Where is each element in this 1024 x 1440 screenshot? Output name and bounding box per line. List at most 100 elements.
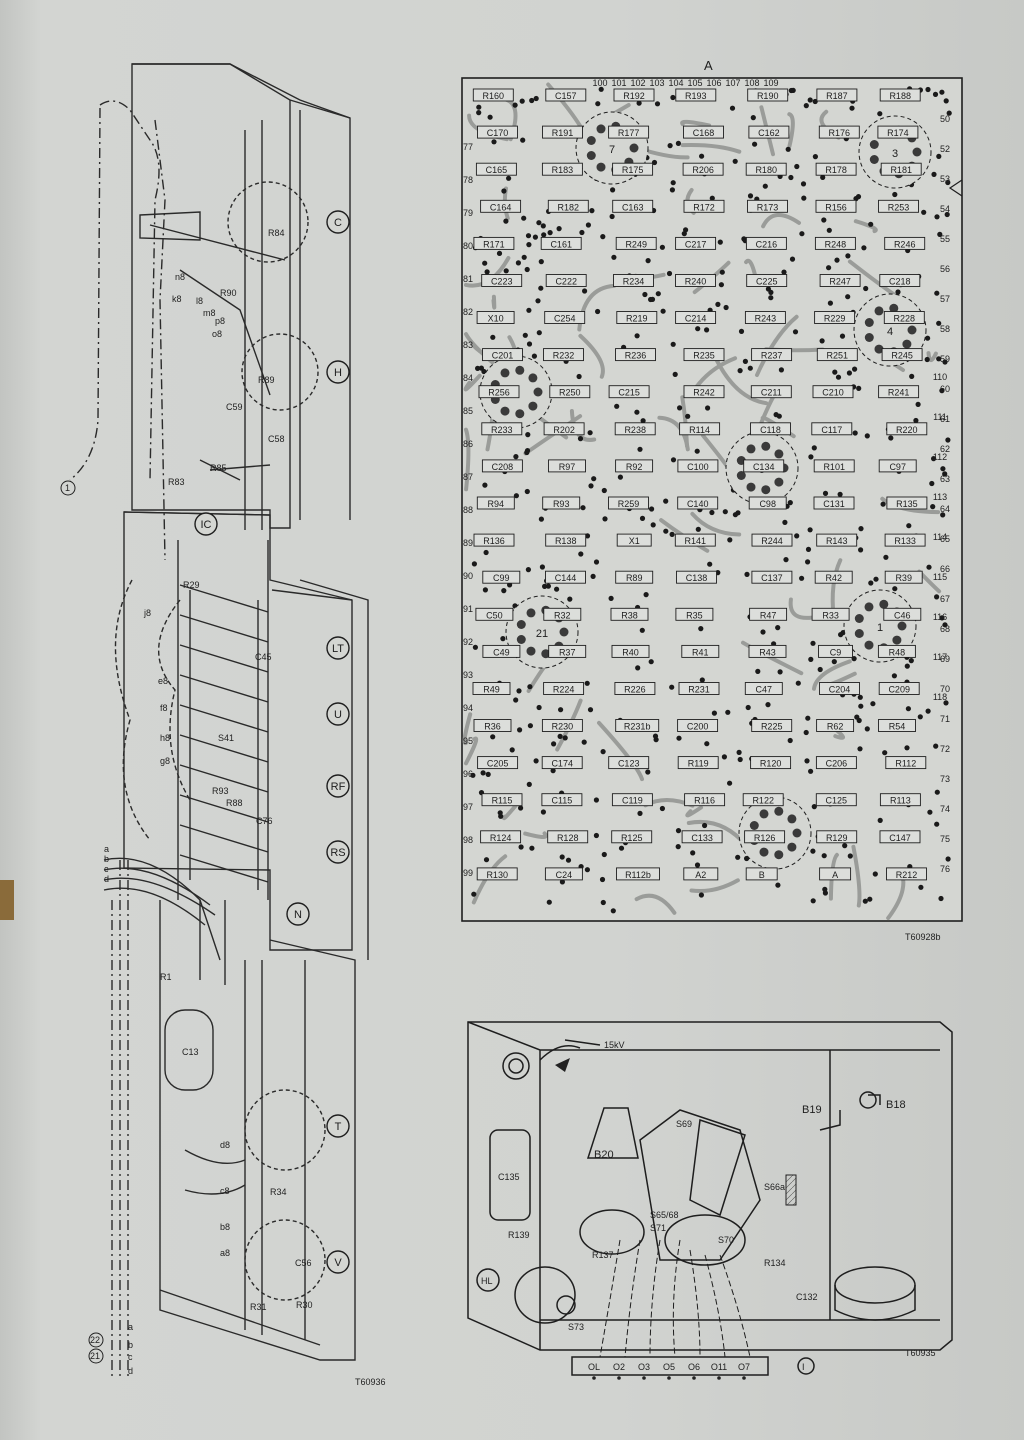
pcb-edge-number: 92 [463, 637, 473, 647]
tube-pin [897, 621, 907, 631]
pcb-pad [925, 708, 931, 714]
pcb-pad [669, 684, 675, 690]
pcb-pad [867, 896, 873, 902]
pcb-pad [744, 571, 750, 578]
pcb-component-body [547, 199, 589, 213]
pcb-component-label: C214 [685, 314, 707, 324]
pcb-trace [463, 373, 482, 392]
pcb-pad [930, 504, 936, 510]
pcb-pad [904, 663, 910, 669]
pcb-component-label: R174 [887, 128, 909, 138]
pcb-component-label: R206 [692, 165, 714, 175]
pcb-component-body [476, 311, 515, 324]
pcb-component-body [545, 88, 587, 102]
pcb-component-label: R156 [825, 202, 847, 212]
tube-pin [586, 151, 596, 160]
pcb-pad [906, 523, 912, 529]
left-exploded-diagram [69, 63, 369, 1380]
pcb-pad [496, 250, 503, 256]
pcb-pad [725, 709, 731, 715]
pcb-component-body [819, 682, 860, 695]
pcb-pad [846, 370, 853, 376]
pcb-component-body [675, 236, 717, 250]
comp-r134: R134 [764, 1258, 786, 1268]
pcb-edge-number: 106 [706, 78, 721, 88]
wire-n8: n8 [175, 272, 185, 282]
pcb-component-label: R122 [752, 796, 774, 806]
pcb-edge-number: 50 [940, 114, 950, 124]
pcb-component-body [613, 88, 655, 102]
tube-pin [892, 635, 902, 645]
pcb-component-label: C131 [823, 499, 845, 509]
pcb-pad [737, 368, 743, 374]
panel-label-circle [326, 1114, 350, 1138]
panel-label: C [334, 217, 342, 229]
pcb-component-body [877, 644, 916, 658]
tube-pin [854, 629, 864, 638]
pcb-component-label: R234 [623, 277, 645, 287]
pcb-pad [913, 417, 919, 424]
connector-pin-label: O3 [638, 1362, 650, 1372]
pcb-pad [694, 862, 701, 868]
pcb-pad [822, 886, 828, 893]
pcb-component-body [884, 570, 923, 584]
pcb-edge-number: 73 [940, 774, 950, 784]
pcb-component-body [675, 88, 717, 102]
pcb-component-body [814, 311, 856, 324]
pcb-pad [476, 104, 482, 110]
pcb-pad [937, 231, 943, 237]
pcb-component-label: R126 [754, 833, 776, 843]
pcb-pad [861, 245, 867, 251]
pcb-pad [669, 531, 675, 538]
pcb-component-body [750, 385, 792, 399]
pcb-pad [483, 857, 490, 863]
pcb-component-label: R225 [761, 722, 783, 732]
pcb-component-body [677, 459, 719, 473]
pcb-pad [480, 770, 486, 776]
pcb-trace [634, 893, 677, 915]
pcb-component-body [481, 459, 523, 473]
pcb-component-body [814, 236, 856, 250]
pcb-pad [933, 743, 939, 749]
pcb-component-body [612, 199, 654, 213]
pcb-pad [519, 98, 525, 104]
pcb-pad [482, 482, 488, 488]
pcb-pad [719, 269, 725, 275]
pcb-pad [591, 476, 597, 482]
wire-p8: p8 [215, 316, 225, 326]
pcb-component-label: C24 [556, 870, 573, 880]
voltage-label: 15kV [604, 1040, 625, 1050]
pcb-pad [482, 260, 488, 266]
tube-pin [746, 482, 756, 492]
panel-label: N [294, 909, 302, 921]
pcb-pad [513, 697, 519, 703]
pcb-component-label: R112 [895, 759, 916, 769]
pcb-edge-number: 71 [940, 714, 950, 724]
pcb-component-body [815, 162, 857, 176]
pcb-component-body [675, 274, 716, 287]
pcb-component-body [879, 274, 921, 287]
pcb-component-body [816, 348, 858, 362]
tube-pin [792, 828, 802, 838]
pcb-pad [526, 242, 532, 248]
pcb-pad [476, 110, 482, 116]
pcb-pad [659, 805, 666, 812]
pcb-component-label: C140 [687, 499, 709, 509]
pcb-component-label: R253 [888, 202, 910, 212]
pcb-component-body [744, 311, 786, 324]
pcb-pad [811, 804, 817, 810]
pcb-pad [782, 519, 788, 526]
pcb-component-label: R112b [625, 870, 651, 880]
pcb-pad [610, 908, 616, 914]
pcb-pad [587, 707, 594, 713]
pcb-edge-number: 57 [940, 294, 950, 304]
pcb-component-label: C254 [554, 314, 576, 324]
pcb-pad [614, 403, 620, 409]
pcb-edge-number: 52 [940, 144, 950, 154]
pcb-pad [650, 522, 656, 528]
pcb-pad [516, 688, 522, 694]
tube-pin [533, 387, 543, 397]
pcb-pad [718, 282, 725, 288]
pcb-edge-number: 111 [933, 412, 947, 422]
